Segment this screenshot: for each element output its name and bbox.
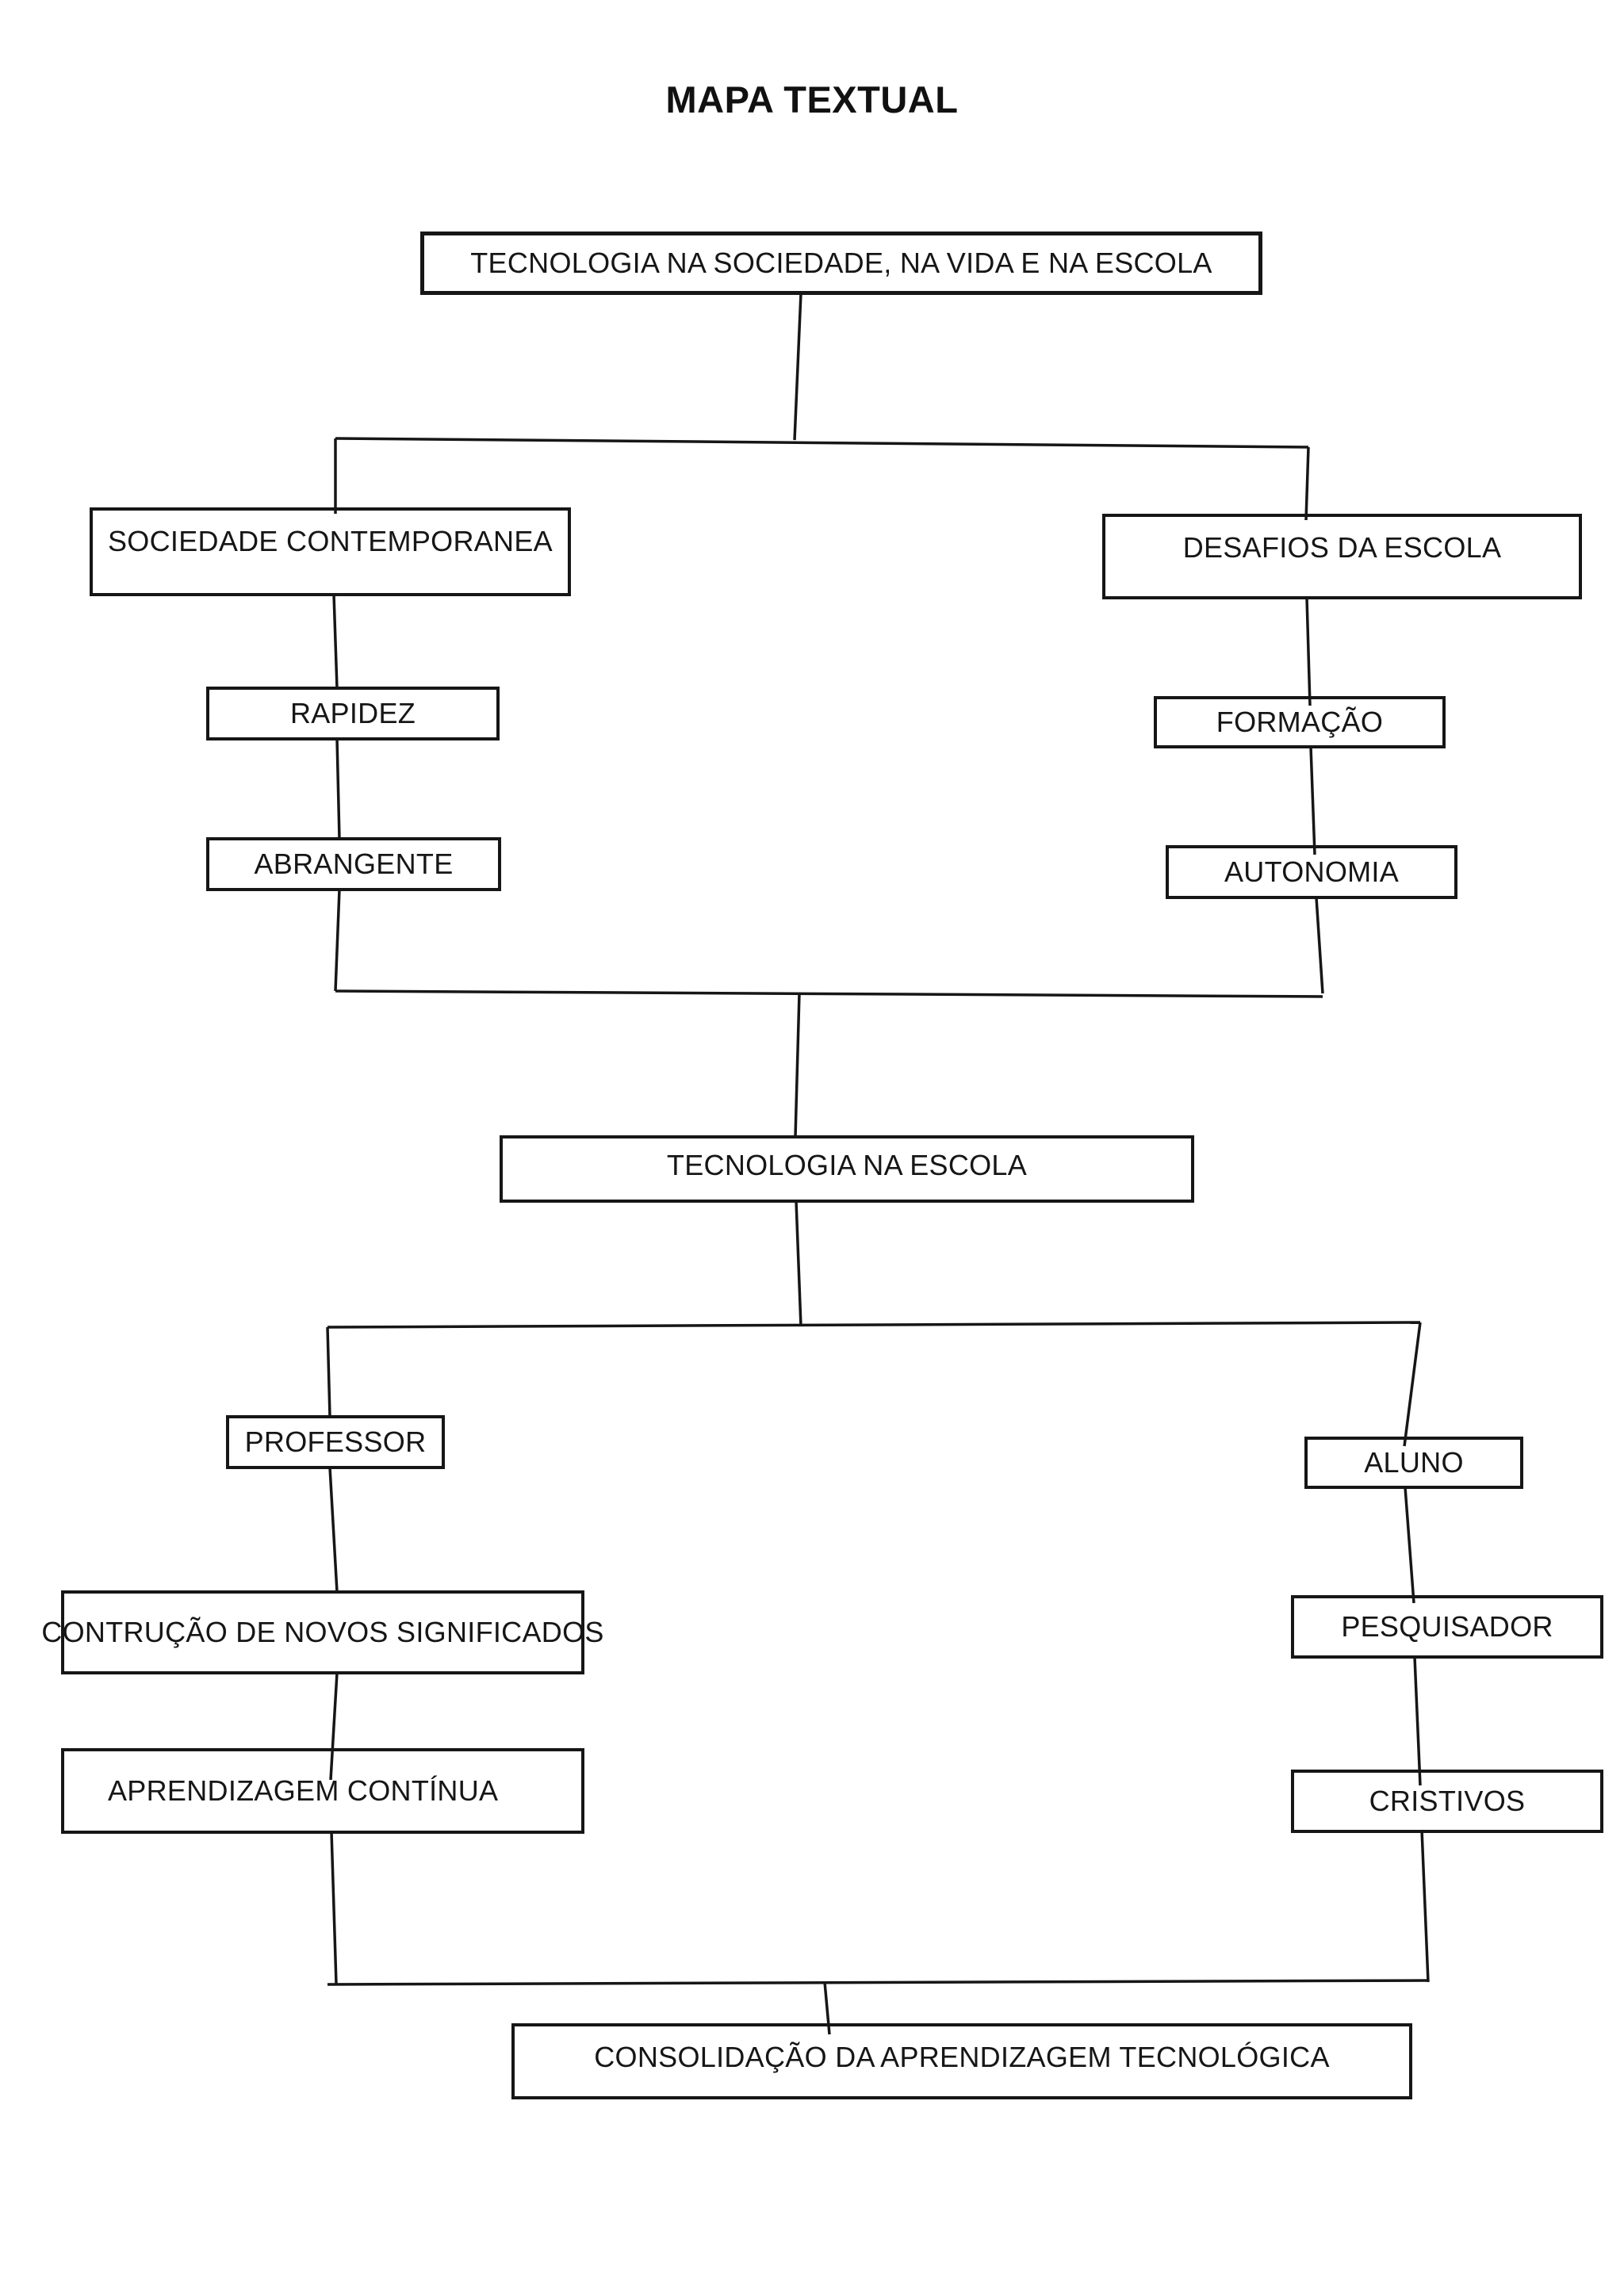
edge-autonomia-junction [1315, 897, 1324, 994]
node-label: FORMAÇÃO [1216, 706, 1384, 738]
edge-desafios-formacao [1305, 597, 1312, 706]
node-consolidacao-da-aprendizagem: CONSOLIDAÇÃO DA APRENDIZAGEM TECNOLÓGICA [511, 2023, 1412, 2099]
node-abrangente: ABRANGENTE [206, 837, 501, 891]
edge-junction1-horizontal [335, 989, 1323, 998]
node-label: CRISTIVOS [1369, 1785, 1526, 1817]
node-desafios-da-escola: DESAFIOS DA ESCOLA [1102, 514, 1582, 599]
node-rapidez: RAPIDEZ [206, 687, 500, 740]
node-label: ALUNO [1364, 1446, 1464, 1479]
edge-branch1-right-drop [1304, 446, 1310, 521]
node-label: APRENDIZAGEM CONTÍNUA [108, 1774, 499, 1807]
node-label: DESAFIOS DA ESCOLA [1182, 531, 1502, 564]
node-label: SOCIEDADE CONTEMPORANEA [108, 525, 553, 557]
edge-branch2-right-drop [1403, 1322, 1422, 1447]
node-autonomia: AUTONOMIA [1166, 845, 1457, 899]
node-pesquisador: PESQUISADOR [1291, 1595, 1603, 1659]
edge-professor-contrucao [328, 1467, 339, 1593]
node-tecnologia-na-sociedade: TECNOLOGIA NA SOCIEDADE, NA VIDA E NA ES… [420, 232, 1262, 295]
node-formacao: FORMAÇÃO [1154, 696, 1446, 748]
edge-aluno-pesquisador [1404, 1487, 1415, 1604]
edge-branch2-horizontal [327, 1321, 1421, 1329]
node-cristivos: CRISTIVOS [1291, 1770, 1603, 1833]
node-label: AUTONOMIA [1224, 855, 1400, 888]
node-label: TECNOLOGIA NA ESCOLA [666, 1148, 1028, 1181]
edge-branch1-horizontal [335, 437, 1309, 449]
map-title: MAPA TEXTUAL [665, 78, 959, 121]
node-sociedade-contemporanea: SOCIEDADE CONTEMPORANEA [90, 507, 571, 596]
node-label: RAPIDEZ [289, 697, 416, 729]
node-tecnologia-na-escola: TECNOLOGIA NA ESCOLA [500, 1135, 1194, 1203]
edge-formacao-autonomia [1309, 746, 1316, 855]
edge-rapidez-abrangente [335, 738, 341, 840]
edge-tec-escola-branch [795, 1200, 802, 1327]
edge-junction1-center-drop [794, 993, 801, 1138]
node-label: TECNOLOGIA NA SOCIEDADE, NA VIDA E NA ES… [470, 247, 1212, 279]
edge-abrangente-junction [334, 889, 341, 992]
edge-branch2-left-drop [326, 1326, 331, 1418]
node-label: PROFESSOR [244, 1425, 427, 1458]
node-label: CONSOLIDAÇÃO DA APRENDIZAGEM TECNOLÓGICA [594, 2041, 1330, 2073]
edge-pesquisador-cristivos [1413, 1656, 1422, 1786]
node-contrucao-de-novos-significados: CONTRUÇÃO DE NOVOS SIGNIFICADOS [41, 1590, 603, 1674]
edge-junction2-horizontal [327, 1979, 1429, 1986]
node-professor: PROFESSOR [226, 1415, 445, 1469]
node-aprendizagem-continua: APRENDIZAGEM CONTÍNUA [61, 1748, 584, 1834]
edge-root-branch [793, 293, 802, 441]
node-label: PESQUISADOR [1341, 1610, 1553, 1643]
edge-cristivos-junction [1420, 1829, 1430, 1983]
node-label: ABRANGENTE [254, 848, 454, 880]
edge-aprendizagem-junction [330, 1831, 338, 1984]
node-label: CONTRUÇÃO DE NOVOS SIGNIFICADOS [41, 1616, 604, 1648]
node-aluno: ALUNO [1304, 1437, 1523, 1489]
edge-sociedade-rapidez [332, 594, 339, 689]
